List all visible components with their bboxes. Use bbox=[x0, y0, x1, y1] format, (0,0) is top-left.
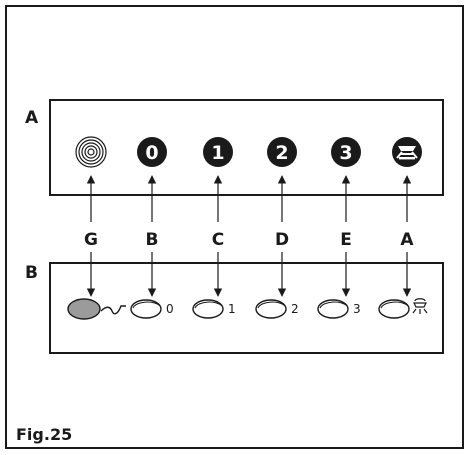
key-0-label: 0 bbox=[166, 302, 174, 316]
number-button-3-label: 3 bbox=[339, 142, 352, 164]
key-1-label: 1 bbox=[228, 302, 236, 316]
key-2: 2 bbox=[255, 299, 299, 319]
figure-frame bbox=[5, 5, 464, 449]
cup-drip-icon bbox=[412, 298, 428, 314]
key-3-label: 3 bbox=[353, 302, 361, 316]
number-button-0: 0 bbox=[137, 137, 167, 167]
number-button-1-label: 1 bbox=[211, 142, 224, 164]
connector-label-d: D bbox=[275, 230, 289, 250]
connector-label-e: E bbox=[340, 230, 352, 250]
connector-label-b: B bbox=[146, 230, 159, 250]
number-button-2-label: 2 bbox=[275, 142, 288, 164]
number-button-1: 1 bbox=[203, 137, 233, 167]
cup-lamp-icon bbox=[392, 137, 422, 167]
toggle-pointer-icon bbox=[100, 305, 126, 315]
toggle-key bbox=[67, 298, 126, 320]
panel-b-label: B bbox=[25, 263, 38, 283]
key-3: 3 bbox=[317, 299, 361, 319]
key-2-label: 2 bbox=[291, 302, 299, 316]
connector-arrows-up bbox=[86, 175, 412, 222]
panel-b-box bbox=[49, 262, 444, 354]
figure-caption: Fig.25 bbox=[16, 425, 72, 444]
number-button-3: 3 bbox=[331, 137, 361, 167]
connector-label-g: G bbox=[84, 230, 98, 250]
connector-label-a: A bbox=[400, 230, 414, 250]
connector-label-c: C bbox=[212, 230, 224, 250]
panel-a-label: A bbox=[25, 108, 39, 128]
spiral-icon bbox=[75, 136, 107, 168]
key-cup bbox=[378, 298, 428, 319]
key-0: 0 bbox=[130, 299, 174, 319]
number-button-2: 2 bbox=[267, 137, 297, 167]
key-1: 1 bbox=[192, 299, 236, 319]
number-button-0-label: 0 bbox=[145, 142, 158, 164]
connector-arrows-down bbox=[86, 252, 412, 297]
panel-a-box bbox=[49, 99, 444, 196]
